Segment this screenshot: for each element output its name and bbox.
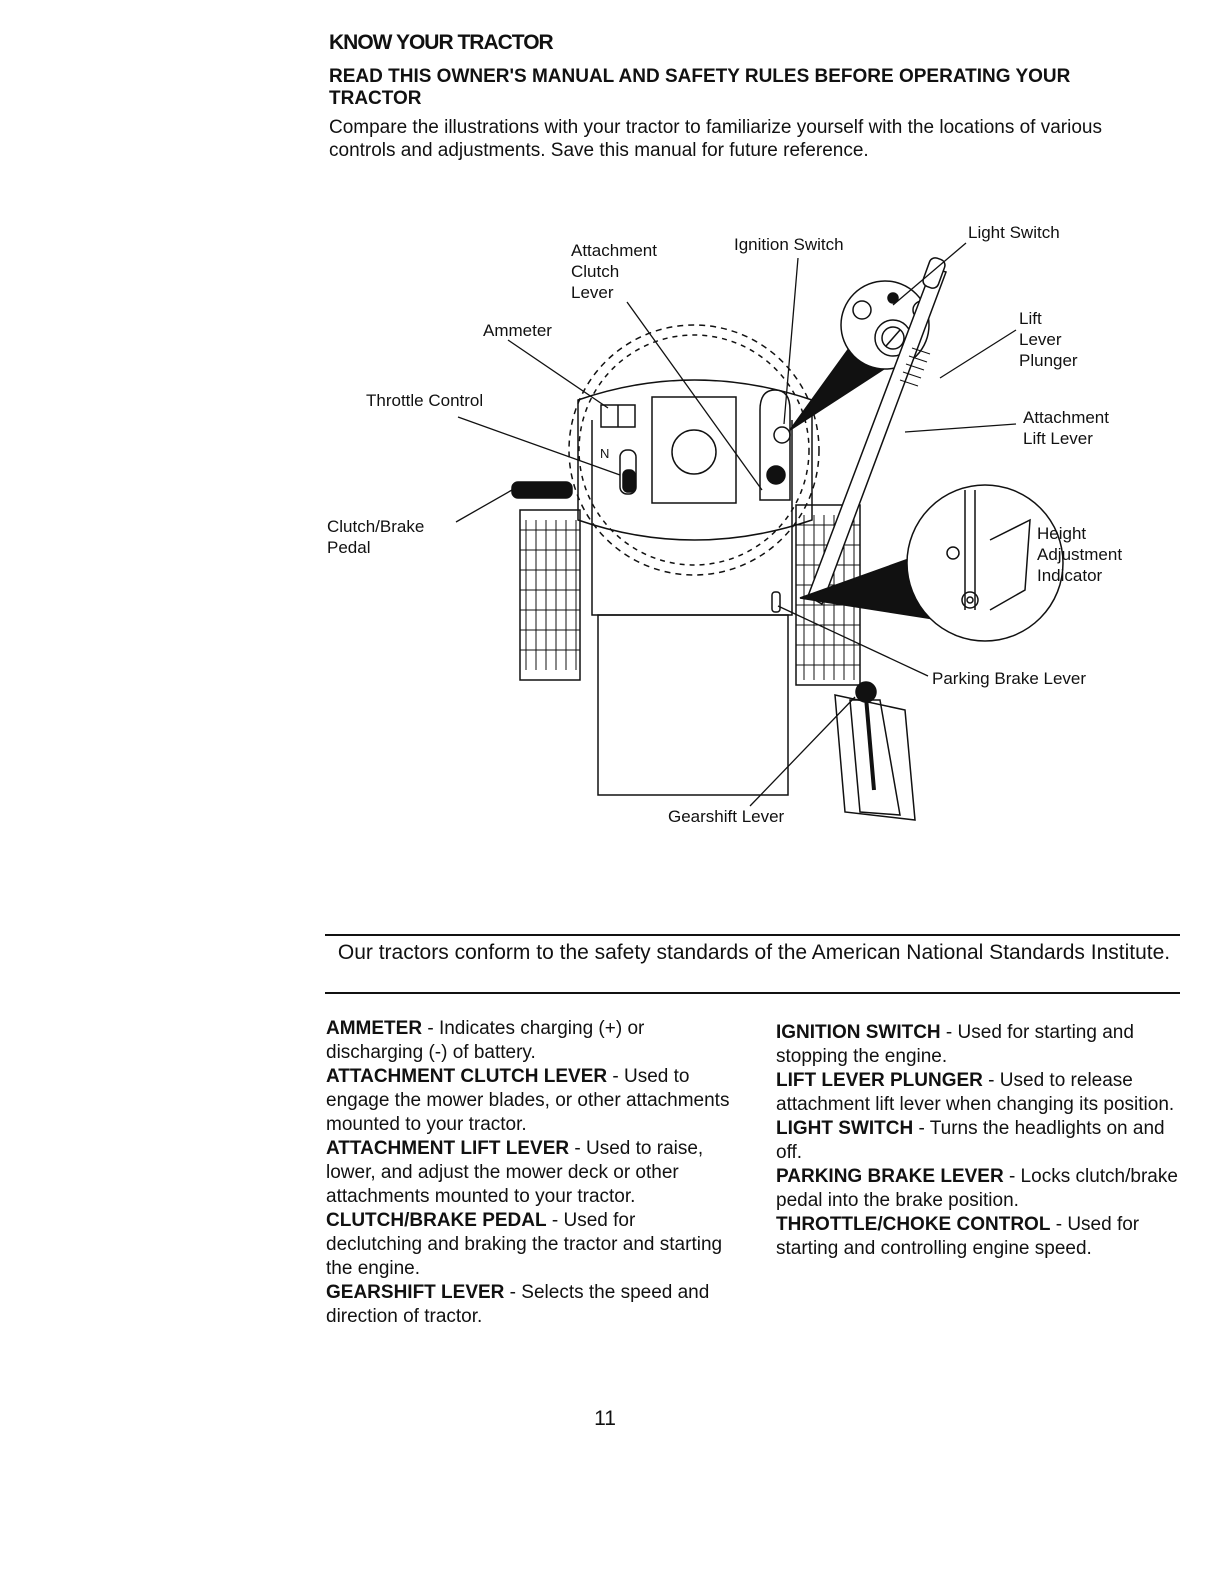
definition-clutch-brake-pedal: CLUTCH/BRAKE PEDAL - Used for declutchin… <box>326 1210 723 1279</box>
safety-subtitle: READ THIS OWNER'S MANUAL AND SAFETY RULE… <box>329 66 1071 109</box>
label-gearshift-lever: Gearshift Lever <box>668 807 785 826</box>
definition-ammeter: AMMETER - Indicates charging (+) or disc… <box>326 1018 645 1063</box>
label-parking-brake-lever: Parking Brake Lever <box>932 669 1087 688</box>
parking-brake-lever <box>771 591 781 613</box>
ignition-key <box>773 426 791 444</box>
banner-top-rule <box>325 934 1180 936</box>
page-title: KNOW YOUR TRACTOR <box>329 31 554 54</box>
label-attachment-lift-lever: Attachment Lift Lever <box>1023 408 1109 448</box>
definition-gearshift-lever: GEARSHIFT LEVER - Selects the speed and … <box>326 1282 710 1327</box>
label-attachment-clutch-lever: Attachment Clutch Lever <box>571 241 657 302</box>
definition-parking-brake-lever: PARKING BRAKE LEVER - Locks clutch/brake… <box>776 1166 1178 1211</box>
clutch-lever-knob <box>766 465 786 485</box>
leader-lines <box>455 242 1017 807</box>
label-height-adjustment-indicator: Height Adjustment Indicator <box>1037 524 1123 585</box>
dash-center-plate <box>651 396 737 504</box>
left-fender <box>519 509 581 681</box>
ansi-banner: Our tractors conform to the safety stand… <box>337 941 1171 964</box>
steering-column <box>671 429 717 475</box>
seat-area <box>597 614 789 796</box>
steering-wheel-outline <box>568 324 820 576</box>
intro-paragraph: Compare the illustrations with your trac… <box>329 117 1102 161</box>
clutch-lever-slot <box>759 389 791 501</box>
throttle-knob <box>619 449 637 495</box>
definition-light-switch: LIGHT SWITCH - Turns the headlights on a… <box>776 1118 1165 1163</box>
page-number: 11 <box>594 1407 616 1430</box>
definitions-left-column: AMMETER - Indicates charging (+) or disc… <box>326 1017 736 1329</box>
clutch-brake-pedal <box>511 481 573 499</box>
definition-ignition-switch: IGNITION SWITCH - Used for starting and … <box>776 1022 1134 1067</box>
tractor-controls-diagram: N <box>455 242 1064 821</box>
banner-bottom-rule <box>325 992 1180 994</box>
height-adjustment-callout <box>799 484 1064 642</box>
neutral-mark: N <box>600 446 609 461</box>
label-ammeter: Ammeter <box>483 321 552 340</box>
definitions-right-column: IGNITION SWITCH - Used for starting and … <box>776 1021 1186 1261</box>
label-clutch-brake-pedal: Clutch/Brake Pedal <box>327 517 425 557</box>
gearshift-lever <box>834 681 916 821</box>
definition-attachment-clutch-lever: ATTACHMENT CLUTCH LEVER - Used to engage… <box>326 1066 730 1135</box>
steering-wheel-inner <box>578 334 810 566</box>
dash-body <box>591 420 793 616</box>
definition-throttle-choke-control: THROTTLE/CHOKE CONTROL - Used for starti… <box>776 1214 1140 1259</box>
dash-panel <box>577 379 813 541</box>
label-throttle-control: Throttle Control <box>366 391 484 410</box>
definition-attachment-lift-lever: ATTACHMENT LIFT LEVER - Used to raise, l… <box>326 1138 704 1207</box>
label-lift-lever-plunger: Lift Lever Plunger <box>1019 309 1078 370</box>
label-ignition-switch: Ignition Switch <box>734 235 844 254</box>
label-light-switch: Light Switch <box>968 223 1060 242</box>
definition-lift-lever-plunger: LIFT LEVER PLUNGER - Used to release att… <box>776 1070 1175 1115</box>
